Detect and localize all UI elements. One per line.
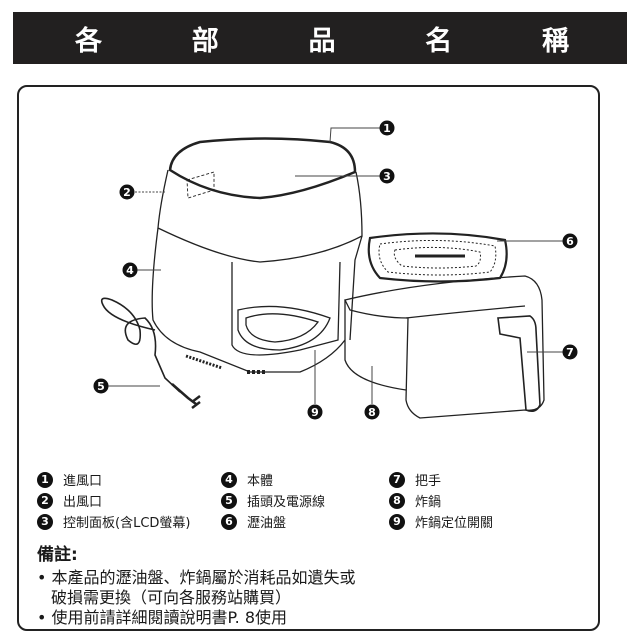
- svg-text:1: 1: [383, 122, 391, 135]
- callout-number: 8: [389, 492, 405, 509]
- svg-text:5: 5: [97, 380, 105, 393]
- legend-label: 進風口: [63, 474, 103, 489]
- legend-label: 炸鍋: [415, 495, 442, 510]
- legend-item: 8 炸鍋: [389, 491, 441, 510]
- callout-number: 6: [221, 513, 237, 530]
- callout-6: 6: [562, 233, 578, 249]
- legend-item: 2 出風口: [37, 491, 102, 510]
- exhaust-vent: [186, 171, 215, 199]
- legend-item: 6 瀝油盤: [221, 512, 286, 531]
- callout-1: 1: [379, 120, 395, 136]
- power-cord: [100, 297, 181, 393]
- legend-label: 插頭及電源線: [247, 495, 326, 510]
- callout-4: 4: [122, 262, 138, 278]
- fryer-body-right: [349, 235, 363, 341]
- callout-8: 8: [364, 404, 380, 420]
- fryer-cavity: [231, 261, 341, 356]
- fryer-basket: [344, 275, 545, 419]
- title-char: 部: [191, 25, 219, 57]
- fryer-handle: [497, 315, 541, 412]
- title-char: 名: [425, 25, 453, 57]
- legend-label: 出風口: [63, 495, 103, 510]
- note-item-continuation: 破損需更換（可向各服務站購買）: [51, 588, 292, 607]
- svg-text:4: 4: [126, 264, 134, 277]
- callout-2: 2: [119, 184, 135, 200]
- svg-text:3: 3: [383, 170, 391, 183]
- legend-item: 5 插頭及電源線: [221, 491, 325, 510]
- legend-label: 瀝油盤: [247, 516, 287, 531]
- callout-number: 3: [37, 513, 53, 530]
- notes-title: 備註:: [37, 545, 78, 565]
- legend-label: 本體: [247, 474, 274, 489]
- title-char: 品: [308, 25, 336, 57]
- svg-text:7: 7: [566, 346, 574, 359]
- callout-number: 1: [37, 471, 53, 488]
- legend-label: 控制面板(含LCD螢幕): [63, 516, 191, 531]
- callout-number: 5: [221, 492, 237, 509]
- legend-item: 1 進風口: [37, 470, 102, 489]
- svg-text:6: 6: [566, 235, 574, 248]
- svg-text:8: 8: [368, 406, 376, 419]
- callout-number: 7: [389, 471, 405, 488]
- callout-9: 9: [307, 404, 323, 420]
- legend-item: 7 把手: [389, 470, 441, 489]
- legend-item: 3 控制面板(含LCD螢幕): [37, 512, 190, 531]
- callout-5: 5: [93, 378, 109, 394]
- air-fryer-diagram: 1 2 3 4 5 6 7 8 9: [93, 120, 578, 420]
- plug: [171, 383, 201, 409]
- title-char: 稱: [542, 25, 569, 57]
- content-frame: [17, 85, 600, 631]
- fryer-cavity-base: [237, 305, 331, 351]
- legend-label: 把手: [415, 474, 442, 489]
- legend-item: 9 炸鍋定位開關: [389, 512, 493, 531]
- note-item: • 使用前請詳細閱讀說明書P. 8使用: [37, 608, 288, 627]
- callout-number: 4: [221, 471, 237, 488]
- note-item: • 本產品的瀝油盤、炸鍋屬於消耗品如遺失或: [37, 568, 356, 587]
- svg-text:2: 2: [123, 186, 131, 199]
- title-char: 各: [75, 25, 102, 57]
- legend-label: 炸鍋定位開關: [415, 516, 494, 531]
- fryer-body-left: [151, 227, 346, 373]
- callout-7: 7: [562, 344, 578, 360]
- callout-3: 3: [379, 168, 395, 184]
- svg-text:9: 9: [311, 406, 319, 419]
- legend-item: 4 本體: [221, 470, 273, 489]
- callout-number: 9: [389, 513, 405, 530]
- fryer-top-rim: [168, 137, 357, 200]
- callout-number: 2: [37, 492, 53, 509]
- fryer-upper-body: [157, 169, 363, 263]
- title-banner: 各 部 品 名 稱: [13, 12, 627, 64]
